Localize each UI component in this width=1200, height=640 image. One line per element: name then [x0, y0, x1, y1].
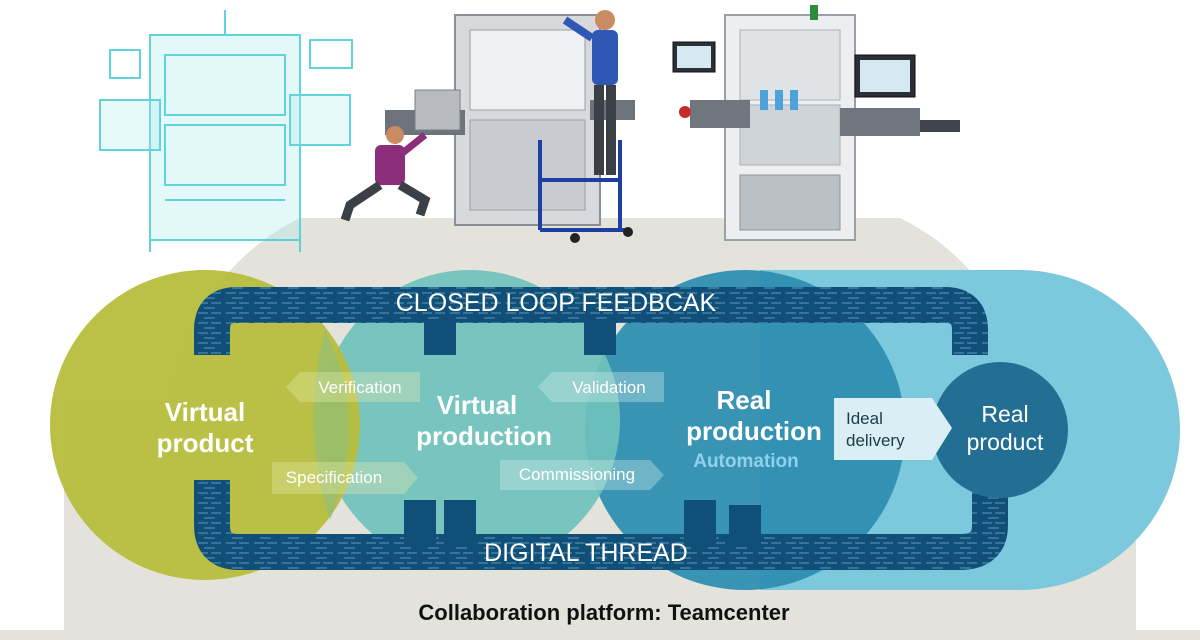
ideal-delivery-arrow: Ideal delivery — [834, 398, 952, 460]
virtual-production-line1: Virtual — [437, 390, 517, 420]
real-product-line2: product — [967, 429, 1044, 455]
specification-label: Specification — [286, 468, 382, 487]
real-production-line1: Real — [717, 385, 772, 415]
real-product-circle — [932, 362, 1068, 498]
real-production-line2: production — [686, 416, 822, 446]
virtual-product-line2: product — [157, 428, 254, 458]
ideal-delivery-line1: Ideal — [846, 409, 883, 428]
commissioning-label: Commissioning — [519, 465, 635, 484]
validation-arrow: Validation — [538, 372, 664, 402]
automation-label: Automation — [693, 451, 799, 472]
ideal-delivery-line2: delivery — [846, 431, 905, 450]
real-production-circle — [585, 270, 905, 590]
digital-thread-track — [194, 287, 1008, 570]
wireframe-machine-icon — [99, 10, 353, 252]
digital-thread-label: DIGITAL THREAD — [484, 539, 688, 567]
overlap-region — [313, 330, 349, 520]
verification-arrow: Verification — [286, 372, 420, 402]
validation-label: Validation — [572, 378, 645, 397]
production-machine-icon — [672, 5, 960, 241]
virtual-product-line1: Virtual — [165, 397, 245, 427]
platform-label: Collaboration platform: Teamcenter — [418, 600, 790, 625]
virtual-product-circle — [50, 270, 360, 580]
real-product-line1: Real — [981, 401, 1028, 427]
specification-arrow: Specification — [272, 462, 418, 494]
assembly-workers-icon — [340, 10, 635, 243]
virtual-production-line2: production — [416, 421, 552, 451]
closed-loop-feedback-label: CLOSED LOOP FEEDBCAK — [396, 289, 717, 317]
verification-label: Verification — [318, 378, 401, 397]
commissioning-arrow: Commissioning — [500, 460, 664, 490]
virtual-production-circle — [320, 270, 620, 570]
